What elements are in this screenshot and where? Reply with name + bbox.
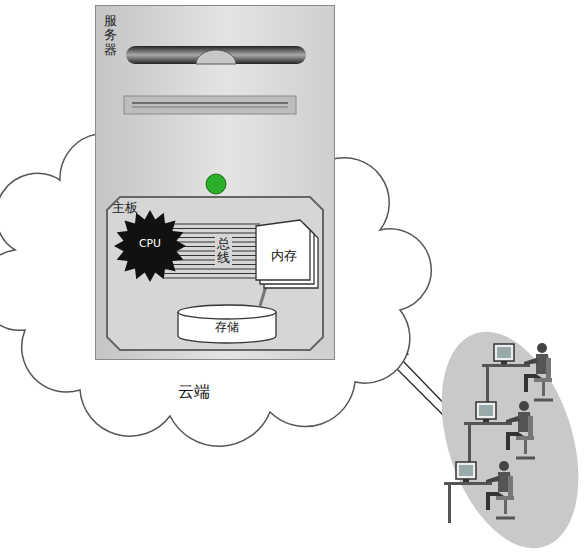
- board-label: 主板: [112, 200, 138, 216]
- cpu-chip: CPU: [114, 210, 186, 282]
- bus-label: 总线: [215, 236, 232, 267]
- storage-cylinder: 存储: [176, 304, 278, 344]
- storage-label: 存储: [176, 320, 278, 334]
- chip-label: CPU: [114, 238, 186, 251]
- server-box: 服务器主板 CPU 内存存储 总线: [95, 5, 335, 360]
- region-label: 云端: [178, 382, 210, 401]
- memory-pages: 内存: [256, 220, 320, 292]
- device-label: 服务器: [104, 14, 117, 57]
- mainboard-panel: 主板 CPU 内存存储 总线: [106, 196, 324, 351]
- memory-label: 内存: [256, 248, 312, 264]
- connector-line: [260, 286, 266, 306]
